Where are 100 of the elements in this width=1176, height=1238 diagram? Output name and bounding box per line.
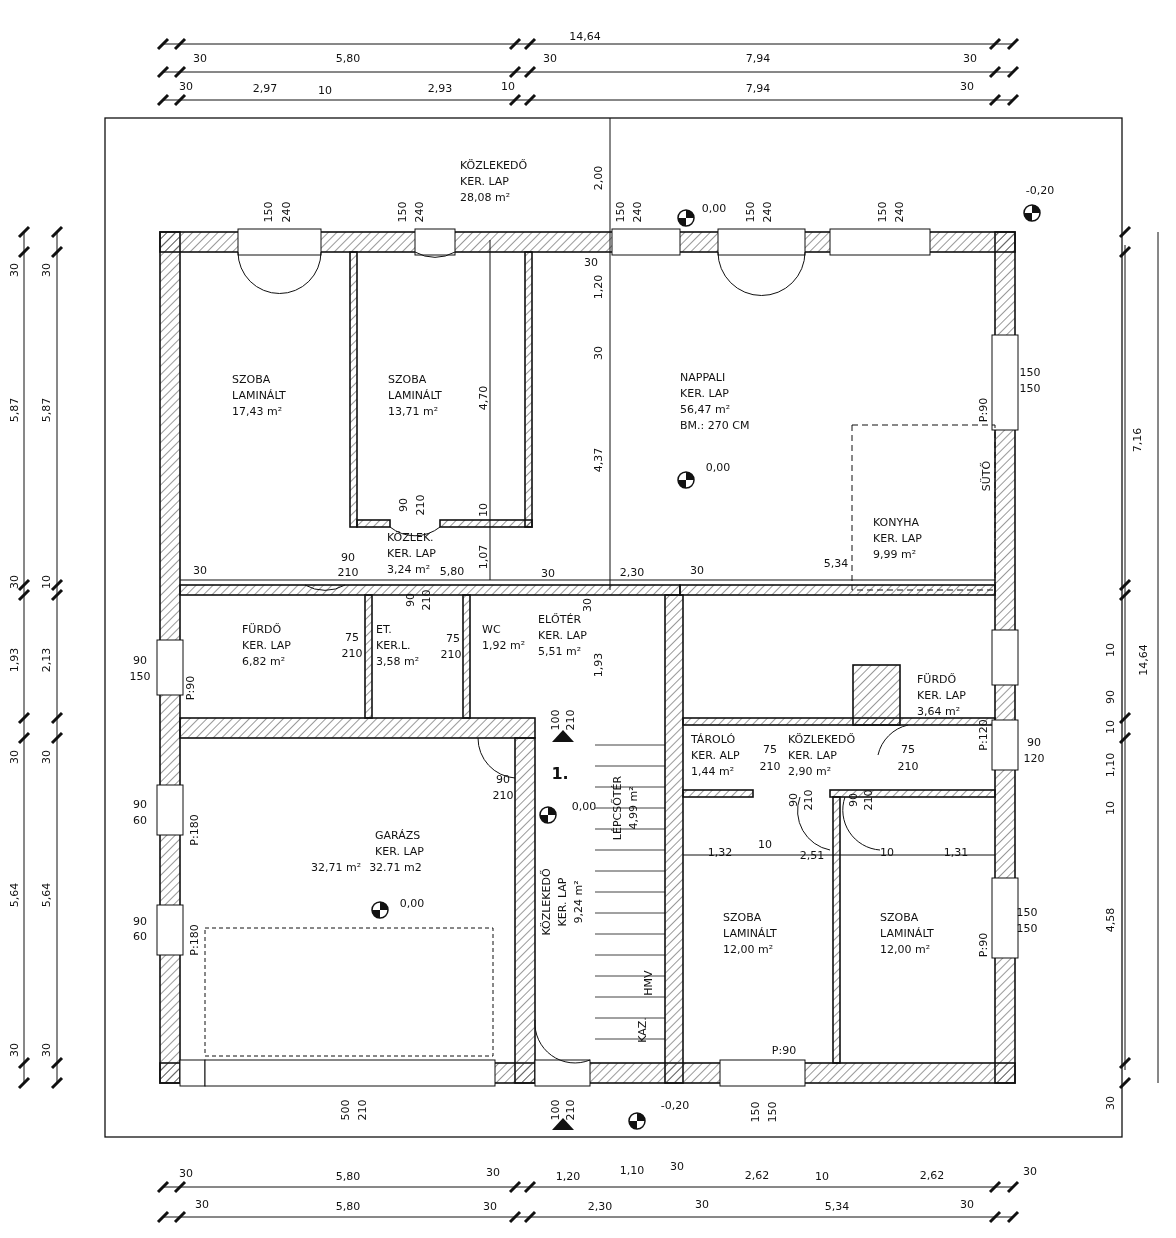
- dimension-text: 30: [486, 1165, 500, 1179]
- dimension-text: 1,93: [7, 647, 21, 673]
- dimension-text: 30: [1023, 1164, 1037, 1178]
- sill-height-text: P:90: [771, 1043, 797, 1057]
- opening-size-text: 90: [341, 550, 355, 564]
- floor-area: 1,92 m²: [482, 638, 526, 654]
- dimension-text: 5,80: [335, 1199, 361, 1213]
- opening-size-text: 90: [403, 593, 417, 607]
- opening-size-text: 210: [440, 647, 462, 661]
- dimension-text: 30: [584, 255, 598, 269]
- floor-area: 32.71 m2: [369, 860, 422, 876]
- dimension-text: 7,94: [745, 81, 771, 95]
- floor-area: 17,43 m²: [232, 404, 286, 420]
- dimension-text: 10: [815, 1169, 829, 1183]
- dimension-text: 4,70: [476, 385, 490, 411]
- opening-size-text: 210: [563, 1099, 577, 1121]
- opening-size-text: 240: [760, 201, 774, 223]
- dimension-text: 14,64: [1136, 644, 1150, 676]
- floor-area: 56,47 m²: [680, 402, 750, 418]
- floor-finish: KER. LAP: [538, 628, 587, 644]
- dimension-text: 30: [179, 1166, 193, 1180]
- dimension-text: 30: [960, 79, 974, 93]
- dimension-text: 2,30: [587, 1199, 613, 1213]
- room-name: KÖZLEKEDŐ: [460, 158, 528, 174]
- opening-size-text: 150: [1019, 365, 1041, 379]
- floor-area: 3,24 m²: [387, 562, 436, 578]
- dimension-text: 2,13: [39, 647, 53, 673]
- opening-size-text: 100: [548, 1099, 562, 1121]
- opening-size-text: 150: [748, 1101, 762, 1123]
- room-name: GARÁZS: [374, 828, 422, 844]
- opening-size-text: 210: [759, 759, 781, 773]
- opening-size-text: 210: [355, 1099, 369, 1121]
- floor-finish: LAMINÁLT: [388, 388, 442, 404]
- floor-area: 6,82 m²: [242, 654, 291, 670]
- dimension-text: 30: [193, 563, 207, 577]
- dimension-text: 30: [963, 51, 977, 65]
- dimension-text: 7,16: [1130, 427, 1144, 453]
- floor-finish: KER. LAP: [555, 876, 570, 929]
- opening-size-text: 150: [395, 201, 409, 223]
- dimension-text: 2,62: [744, 1168, 770, 1182]
- level-text: -0,20: [1025, 183, 1055, 197]
- room-name: SZOBA: [388, 372, 428, 388]
- opening-size-text: 90: [786, 793, 800, 807]
- dimension-text: 4,58: [1103, 907, 1117, 933]
- floor-finish: KER. LAP: [460, 174, 510, 190]
- level-text: -0,20: [660, 1098, 690, 1112]
- opening-size-text: 210: [341, 646, 363, 660]
- floor-finish: KER.L.: [376, 638, 412, 654]
- dimension-text: 5,80: [335, 1169, 361, 1183]
- room-name: KÖZLEKEDŐ: [788, 732, 856, 748]
- dimension-text: 5,87: [7, 397, 21, 423]
- opening-size-text: 150: [1016, 905, 1038, 919]
- floor-area: 13,71 m²: [388, 404, 442, 420]
- opening-size-text: 210: [492, 788, 514, 802]
- level-text: 0,00: [571, 799, 597, 813]
- level-text: 0,00: [705, 460, 731, 474]
- dimension-text: 30: [195, 1197, 209, 1211]
- dimension-text: 1,31: [943, 845, 969, 859]
- dimension-text: 5,34: [824, 1199, 850, 1213]
- opening-size-text: 75: [901, 742, 915, 756]
- floor-number: 1.: [551, 766, 569, 780]
- dimension-text: 2,51: [799, 848, 825, 862]
- dimension-text: 10: [758, 837, 772, 851]
- room-name: ELŐTÉR: [538, 612, 583, 628]
- room-name: LÉPCSŐTÉR: [610, 775, 625, 841]
- opening-size-text: 90: [396, 498, 410, 512]
- floor-finish: KER. LAP: [242, 638, 291, 654]
- dimension-text: 5,87: [39, 397, 53, 423]
- dimension-text: 2,30: [619, 565, 645, 579]
- dimension-text: 1,93: [591, 652, 605, 678]
- dimension-text: 30: [580, 598, 594, 612]
- floor-area: 12,00 m²: [723, 942, 777, 958]
- dimension-text: 10: [1103, 801, 1117, 815]
- floor-area: 12,00 m²: [880, 942, 934, 958]
- appliance-label: SÜTŐ: [979, 460, 993, 492]
- dimension-text: 1,07: [476, 544, 490, 570]
- opening-size-text: 150: [613, 201, 627, 223]
- floor-area: 3,58 m²: [376, 654, 420, 670]
- dimension-text: 30: [39, 263, 53, 277]
- dimension-text: 2,97: [252, 81, 278, 95]
- opening-size-text: 90: [133, 653, 147, 667]
- dimension-text: 10: [501, 79, 515, 93]
- dimension-text: 1,20: [591, 274, 605, 300]
- dimension-text: 30: [7, 575, 21, 589]
- floor-finish: LAMINÁLT: [723, 926, 777, 942]
- dimension-text: 10: [880, 845, 894, 859]
- opening-size-text: 210: [413, 494, 427, 516]
- room-name: SZOBA: [232, 372, 272, 388]
- room-name: SZOBA: [880, 910, 920, 926]
- dimension-text: 5,80: [439, 564, 465, 578]
- opening-size-text: 60: [133, 929, 147, 943]
- dimension-text: 2,62: [919, 1168, 945, 1182]
- opening-size-text: 150: [875, 201, 889, 223]
- opening-size-text: 90: [1027, 735, 1041, 749]
- floor-finish: KER. LAP: [917, 688, 966, 704]
- opening-size-text: 150: [261, 201, 275, 223]
- room-name: NAPPALI: [680, 370, 727, 386]
- dimension-text: 30: [960, 1197, 974, 1211]
- opening-size-text: 240: [279, 201, 293, 223]
- opening-size-text: 500: [338, 1099, 352, 1121]
